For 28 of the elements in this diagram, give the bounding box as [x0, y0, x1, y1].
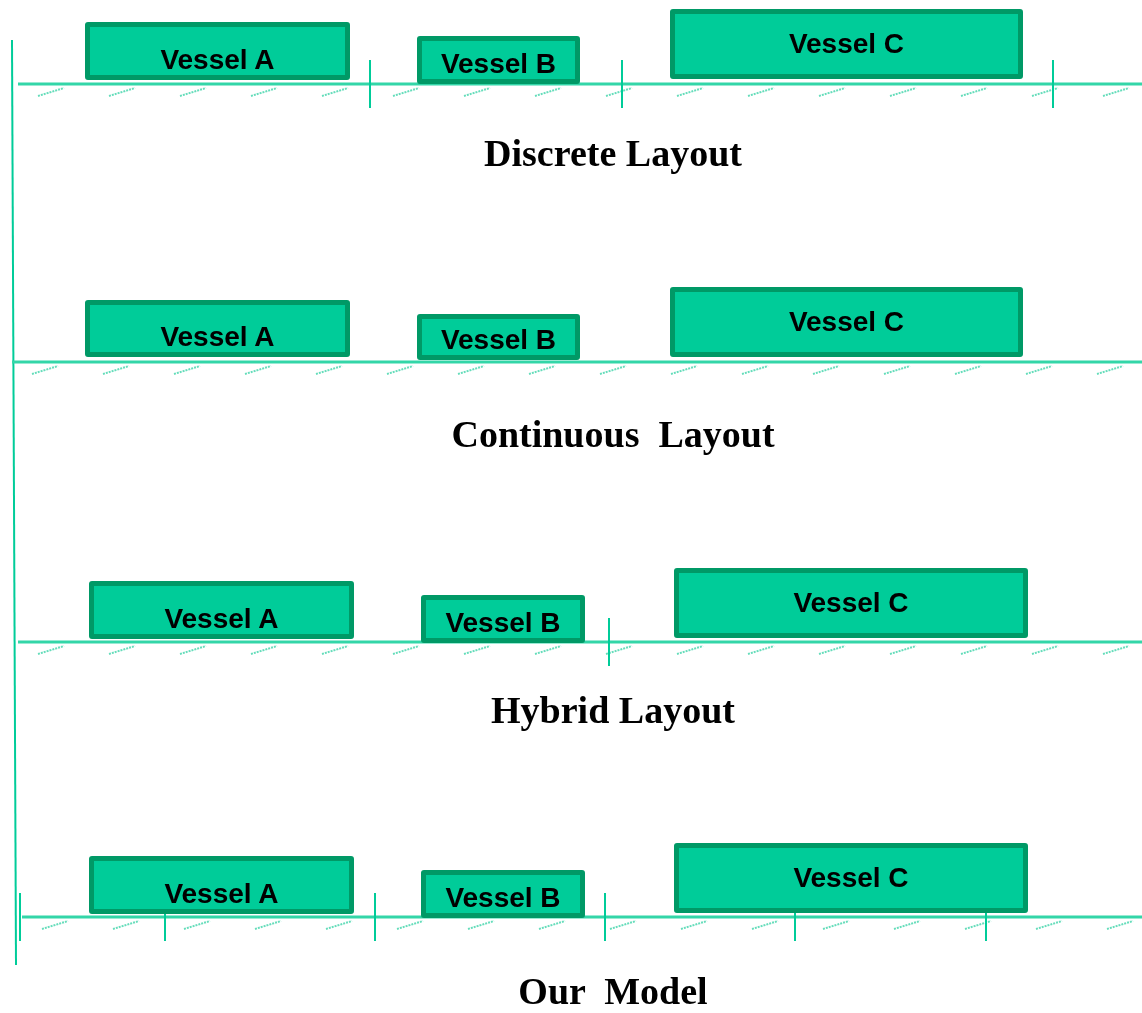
vessel-label: Vessel B	[440, 326, 557, 355]
vessel-label: Vessel C	[788, 27, 905, 58]
layout-title: Our Model	[518, 969, 708, 1013]
vessel-label: Vessel C	[793, 586, 909, 617]
vessel-box	[417, 36, 580, 84]
vessel-box	[674, 568, 1028, 638]
vessel-box	[417, 314, 580, 360]
vessel-label: Vessel A	[160, 46, 275, 75]
vessel-box	[85, 22, 350, 80]
vessel-box	[421, 870, 585, 918]
vessel-box	[89, 856, 354, 914]
vessel-box	[670, 287, 1023, 357]
vessel-box	[85, 300, 350, 357]
vessel-label: Vessel B	[445, 884, 561, 913]
vessel-box	[670, 9, 1023, 79]
vessel-label: Vessel A	[160, 323, 275, 352]
vessel-box	[674, 843, 1028, 913]
vessel-label: Vessel B	[440, 50, 557, 79]
layout-title: Discrete Layout	[484, 131, 742, 175]
vessel-box	[89, 581, 354, 639]
vessel-label: Vessel B	[445, 609, 561, 638]
layout-title: Continuous Layout	[451, 412, 775, 456]
vessel-label: Vessel A	[164, 880, 279, 909]
vessel-box	[421, 595, 585, 643]
vessel-label: Vessel C	[788, 305, 905, 336]
vessel-label: Vessel C	[793, 861, 909, 892]
layout-title: Hybrid Layout	[491, 688, 735, 732]
vessel-label: Vessel A	[164, 605, 279, 634]
